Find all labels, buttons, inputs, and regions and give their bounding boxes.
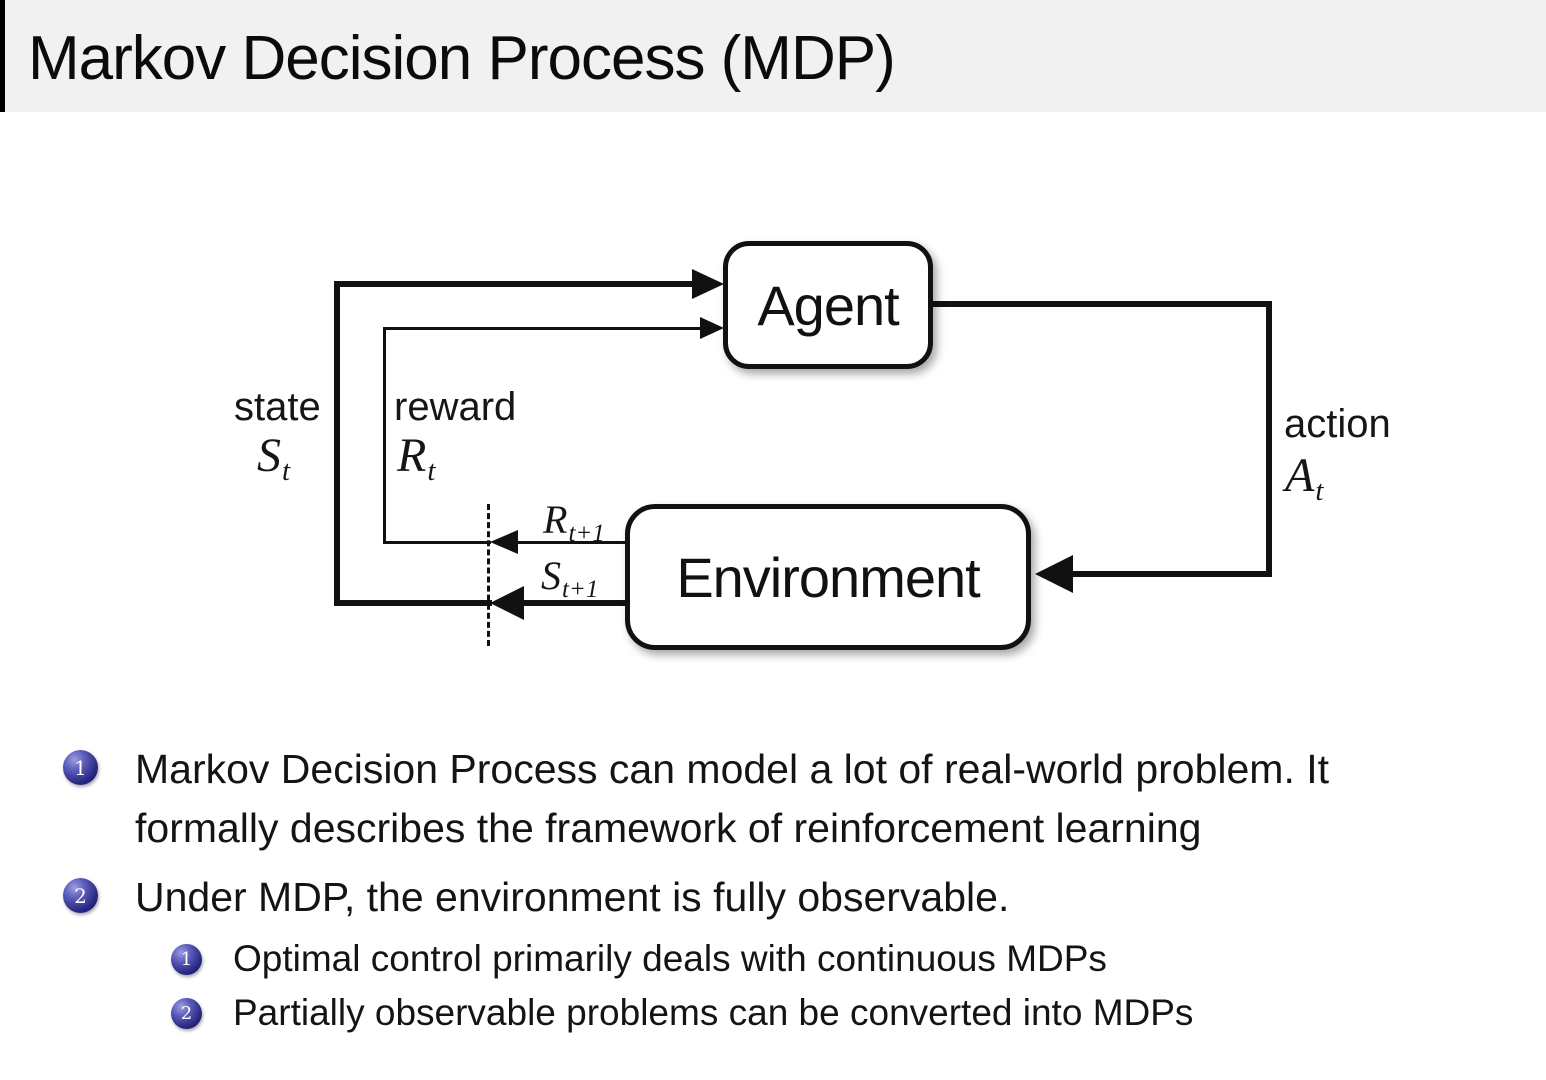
reward-symbol: Rt [397,429,436,487]
action-line-bottom [1072,571,1272,577]
reward-label: reward [394,385,517,429]
action-line-vertical [1266,301,1272,577]
next-reward-symbol: Rt+1 [543,497,605,547]
state-label: state [234,385,321,429]
corner-mark [0,0,5,112]
sub-bullet-item-1: Optimal control primarily deals with con… [233,938,1107,979]
sub-bullet-marker-2: 2 [171,998,202,1029]
action-arrowhead-into-environment-icon [1035,555,1073,593]
action-symbol: At [1285,449,1324,507]
reward-arrowhead-into-agent-icon [700,317,724,339]
bullet-item-1: Markov Decision Process can model a lot … [135,740,1329,858]
reward-line-vertical [383,327,386,543]
bullet-marker-2: 2 [63,878,98,913]
timestep-dashed-line [487,504,490,646]
next-state-line-from-environment [522,600,630,606]
next-reward-line-left [383,541,491,544]
agent-label: Agent [757,273,899,337]
sub-bullet-marker-1: 1 [171,944,202,975]
page-title: Markov Decision Process (MDP) [28,24,896,93]
bullet-1-line-2: formally describes the framework of rein… [135,805,1202,851]
environment-label: Environment [676,545,980,609]
next-state-arrowhead-icon [490,586,524,620]
reward-line-top [383,327,703,330]
next-reward-line-from-environment [516,541,630,544]
bullet-item-2: Under MDP, the environment is fully obse… [135,874,1010,920]
state-symbol: St [257,429,291,487]
bullet-marker-1: 1 [63,750,98,785]
bullet-1-line-1: Markov Decision Process can model a lot … [135,746,1330,792]
sub-bullet-item-2: Partially observable problems can be con… [233,992,1194,1033]
action-line-top [928,301,1272,307]
state-line-top [334,281,692,287]
state-arrowhead-into-agent-icon [692,269,724,299]
action-label: action [1284,402,1391,446]
state-line-vertical [334,281,340,606]
mdp-diagram: Agent Environment state St reward Rt act… [234,241,1391,650]
title-bar: Markov Decision Process (MDP) [0,0,1546,112]
next-state-line-left [334,600,492,606]
agent-box: Agent [723,241,933,369]
environment-box: Environment [625,504,1031,650]
next-reward-arrowhead-icon [490,530,518,554]
next-state-symbol: St+1 [541,553,599,603]
